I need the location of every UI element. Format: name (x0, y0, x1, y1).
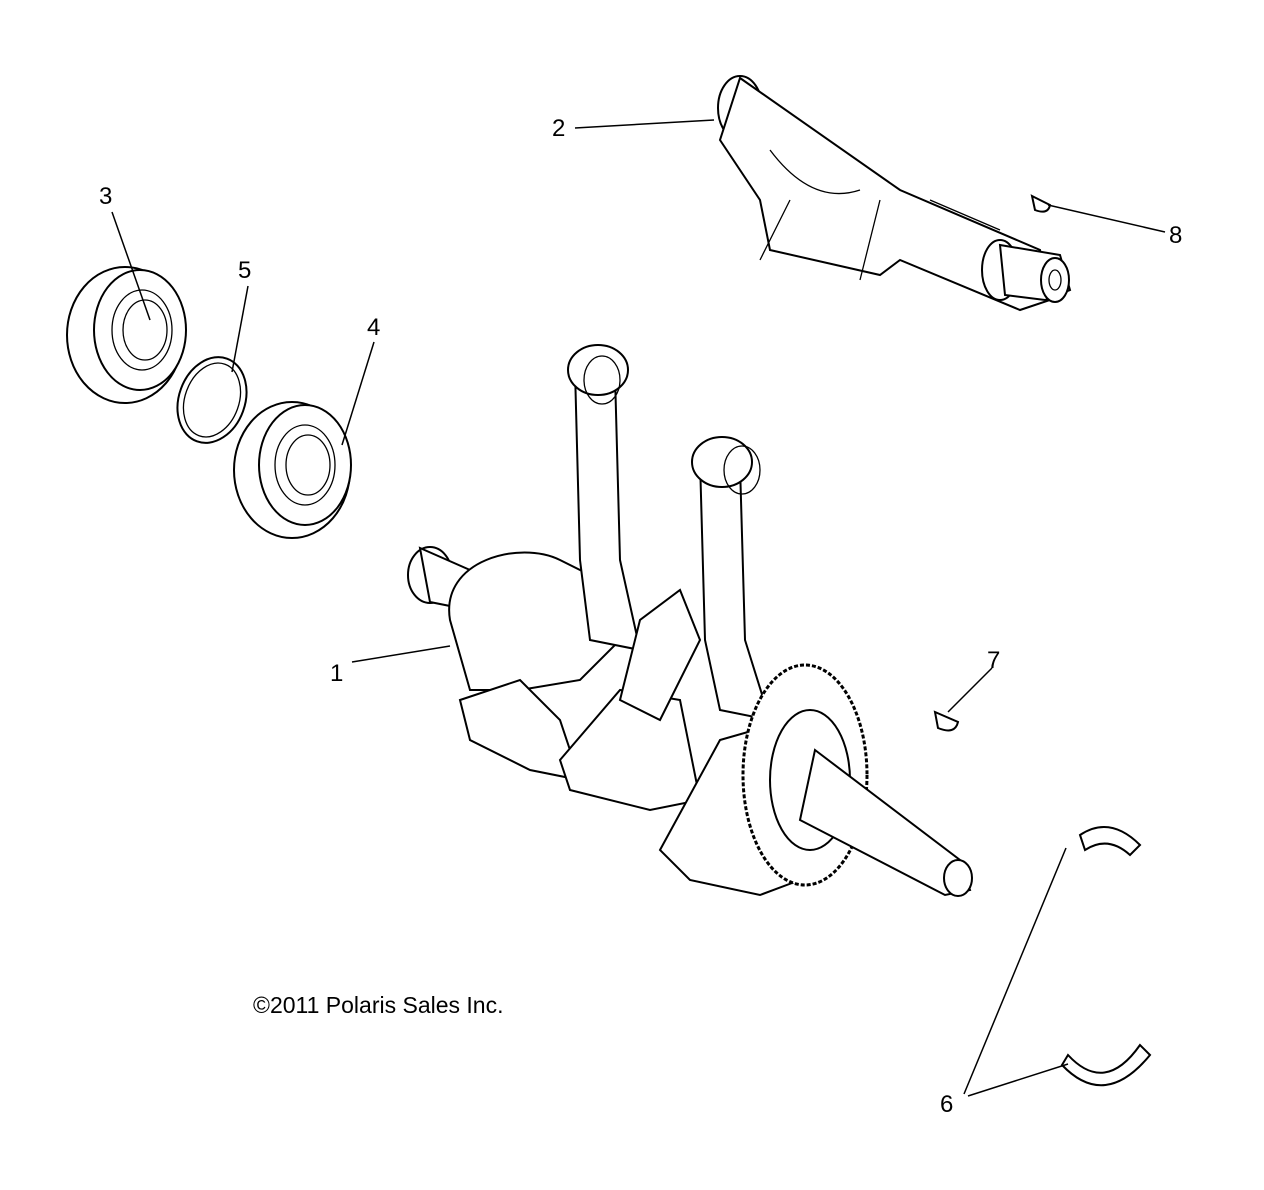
callout-3: 3 (99, 183, 113, 210)
callout-1: 1 (330, 660, 344, 687)
callout-2: 2 (552, 115, 566, 142)
copyright-notice: ©2011 Polaris Sales Inc. (253, 992, 504, 1018)
leader-8 (1047, 204, 1166, 233)
callout-4: 4 (367, 314, 381, 341)
spacer-ring-5 (176, 356, 248, 444)
leader-4 (341, 341, 375, 446)
leader-3 (111, 211, 151, 321)
leader-2 (574, 119, 715, 129)
woodruff-key-8 (1030, 194, 1052, 213)
crankshaft-part (407, 344, 973, 897)
leader-7 (947, 667, 993, 713)
woodruff-key-7 (933, 710, 960, 732)
bearing-shells-6 (1060, 826, 1152, 1087)
leader-6a (963, 847, 1067, 1095)
callout-5: 5 (238, 257, 252, 284)
leader-1 (351, 645, 451, 663)
bearing-4 (233, 401, 352, 539)
leader-6b (967, 1063, 1069, 1097)
callout-7: 7 (987, 647, 1001, 674)
leader-5 (231, 285, 249, 373)
balance-shaft-part (717, 75, 1072, 312)
callout-6: 6 (940, 1091, 954, 1118)
callout-8: 8 (1169, 222, 1183, 249)
bearing-3 (66, 266, 187, 404)
